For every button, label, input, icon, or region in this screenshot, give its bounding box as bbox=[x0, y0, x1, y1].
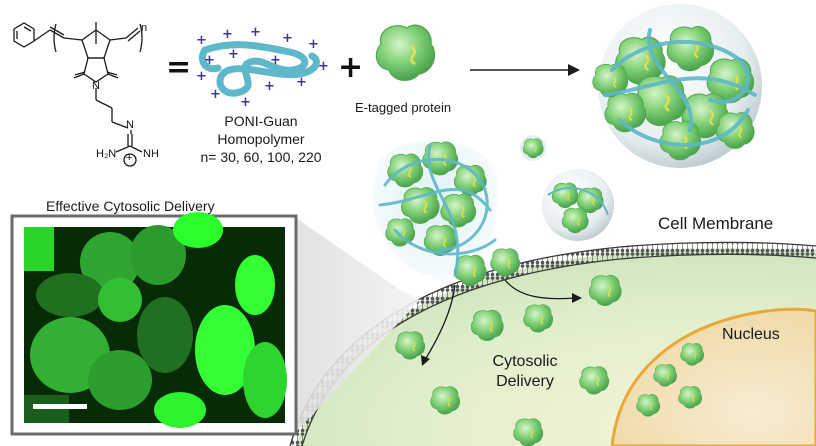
polymer-lengths: n= 30, 60, 100, 220 bbox=[200, 149, 322, 165]
polymer-chain bbox=[198, 41, 320, 97]
svg-text:+: + bbox=[308, 37, 319, 52]
svg-text:+: + bbox=[196, 69, 207, 84]
svg-text:+: + bbox=[222, 27, 233, 42]
fusing-nanoassembly bbox=[371, 140, 521, 287]
nucleus-label: Nucleus bbox=[722, 326, 780, 343]
cytosolic-line1: Cytosolic bbox=[492, 353, 558, 370]
polymer-charges: +++ +++ +++ +++ ++ bbox=[196, 25, 329, 110]
zoom-funnel bbox=[296, 218, 420, 432]
cell-membrane-label: Cell Membrane bbox=[658, 214, 774, 233]
cytosolic-delivery-label: Cytosolic Delivery bbox=[470, 352, 580, 392]
polymer-name-line2: Homopolymer bbox=[217, 131, 305, 147]
medium-sphere bbox=[542, 169, 614, 241]
svg-text:+: + bbox=[240, 95, 251, 110]
polymer-name-line1: PONI-Guan bbox=[224, 113, 298, 129]
reaction-arrow bbox=[470, 64, 580, 76]
svg-text:+: + bbox=[296, 75, 307, 90]
e-tagged-protein bbox=[375, 23, 436, 82]
svg-text:+: + bbox=[210, 87, 221, 102]
amine-right: NH bbox=[143, 148, 159, 160]
imine-nitrogen: N bbox=[126, 119, 134, 131]
imide-nitrogen: N bbox=[92, 80, 100, 92]
svg-text:+: + bbox=[204, 53, 215, 68]
fluorescence-micrograph bbox=[24, 212, 287, 428]
micrograph-title: Effective Cytosolic Delivery bbox=[46, 198, 215, 214]
small-sphere bbox=[520, 135, 546, 161]
svg-text:+: + bbox=[228, 47, 239, 62]
svg-text:+: + bbox=[282, 31, 293, 46]
chemical-structure bbox=[13, 22, 143, 167]
nanoassembly bbox=[592, 4, 762, 168]
plus-sign: + bbox=[338, 50, 364, 85]
svg-text:+: + bbox=[264, 79, 275, 94]
svg-text:+: + bbox=[250, 25, 261, 40]
delivery-arrows bbox=[421, 279, 582, 366]
svg-text:+: + bbox=[196, 33, 207, 48]
amine-left: H₂N bbox=[96, 148, 117, 160]
equals-sign: = bbox=[166, 50, 192, 85]
protein-label: E-tagged protein bbox=[355, 100, 452, 115]
svg-text:+: + bbox=[270, 53, 281, 68]
svg-text:+: + bbox=[318, 59, 329, 74]
repeat-subscript: n bbox=[141, 22, 148, 34]
scale-bar bbox=[33, 404, 87, 409]
nucleus bbox=[610, 307, 816, 446]
cytosolic-line2: Delivery bbox=[496, 373, 554, 390]
polymer-label: PONI-Guan Homopolymer n= 30, 60, 100, 22… bbox=[186, 112, 336, 166]
positive-charge: + bbox=[126, 152, 133, 164]
